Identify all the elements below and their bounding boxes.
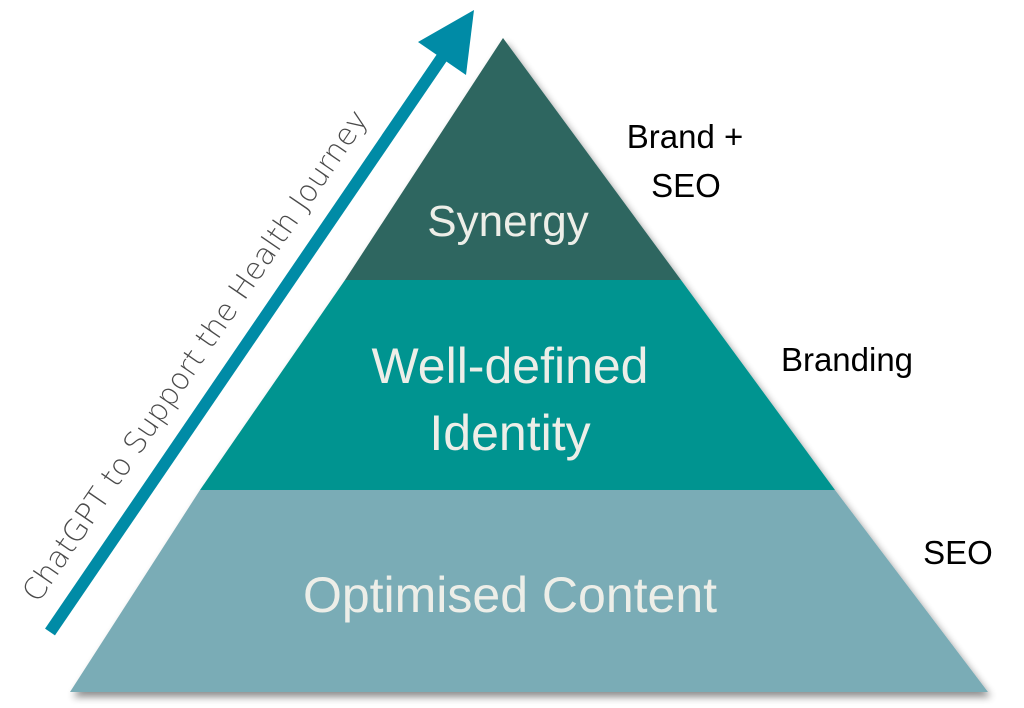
- journey-arrow: [45, 10, 474, 636]
- arrow-head-icon: [418, 10, 474, 75]
- level-label-well-defined: Well-defined: [371, 338, 648, 394]
- pyramid: [70, 38, 988, 692]
- level-label-synergy: Synergy: [427, 197, 588, 246]
- level-label-optimised-content: Optimised Content: [303, 567, 717, 623]
- pyramid-level-bottom: [70, 490, 988, 692]
- pyramid-level-top: [345, 38, 681, 280]
- side-label-brand-plus: Brand +: [627, 118, 744, 155]
- pyramid-level-middle: [200, 280, 835, 490]
- side-label-branding: Branding: [781, 341, 913, 378]
- side-label-seo-bottom: SEO: [923, 534, 993, 571]
- arrow-shaft: [45, 49, 450, 636]
- level-label-identity: Identity: [429, 405, 590, 461]
- side-label-seo-top: SEO: [651, 167, 721, 204]
